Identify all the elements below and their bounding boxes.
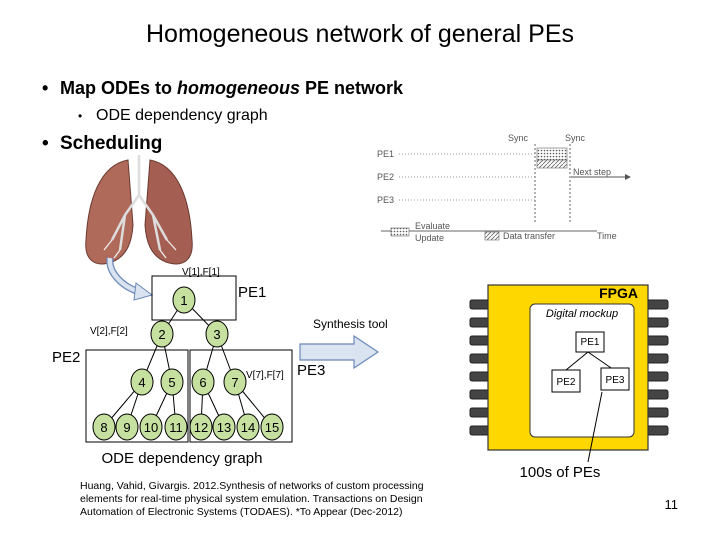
graph-caption: ODE dependency graph xyxy=(102,450,263,467)
graph-node-12: 12 xyxy=(189,413,213,441)
graph-node-14: 14 xyxy=(236,413,260,441)
next-step-label: Next step xyxy=(573,167,611,177)
fpga-chip: FPGA Digital mockup PE1 PE2 PE3 xyxy=(469,284,669,463)
graph-node-2: 2 xyxy=(150,320,174,348)
svg-text:2: 2 xyxy=(158,327,165,342)
fpga-pe2-label: PE2 xyxy=(557,377,576,388)
pe2-partition-box xyxy=(85,349,189,443)
lungs-image xyxy=(85,155,193,265)
legend-transfer: Data transfer xyxy=(503,231,555,241)
time-label: Time xyxy=(597,231,617,241)
svg-text:10: 10 xyxy=(144,420,158,435)
svg-text:6: 6 xyxy=(199,375,206,390)
graph-node-13: 13 xyxy=(212,413,236,441)
pe1-label: PE1 xyxy=(238,284,266,301)
sync-label-1: Sync xyxy=(508,133,529,143)
legend-evaluate-swatch xyxy=(390,227,410,237)
label-v2-f2: V[2],F[2] xyxy=(90,326,128,337)
bullet-map-em: homogeneous xyxy=(177,78,301,98)
digital-mockup-box xyxy=(529,303,635,438)
fpga-pins-left xyxy=(469,299,493,436)
slide-title: Homogeneous network of general PEs xyxy=(145,20,575,48)
fpga-pe1-box xyxy=(575,331,605,353)
bullet-dot: • xyxy=(78,109,83,123)
fpga-pe3-label: PE3 xyxy=(606,375,625,386)
bullet-map-suffix: PE network xyxy=(300,78,404,98)
svg-text:5: 5 xyxy=(168,375,175,390)
svg-text:12: 12 xyxy=(194,420,208,435)
bullet-map-odes: • Map ODEs to homogeneous PE network xyxy=(42,78,403,99)
svg-text:4: 4 xyxy=(138,375,145,390)
svg-text:9: 9 xyxy=(123,420,130,435)
sync-label-2: Sync xyxy=(565,133,586,143)
legend-transfer-swatch xyxy=(484,231,500,241)
svg-text:7: 7 xyxy=(231,375,238,390)
row-label-pe2: PE2 xyxy=(377,172,394,182)
fpga-caption: 100s of PEs xyxy=(520,464,601,481)
svg-text:13: 13 xyxy=(217,420,231,435)
svg-text:14: 14 xyxy=(241,420,255,435)
pe3-partition-box xyxy=(189,349,293,443)
legend-evaluate: Evaluate xyxy=(415,221,450,231)
fpga-pins-right xyxy=(645,299,669,436)
citation: Huang, Vahid, Givargis. 2012.Synthesis o… xyxy=(80,480,424,518)
graph-node-10: 10 xyxy=(139,413,163,441)
row-label-pe1: PE1 xyxy=(377,149,394,159)
fpga-caption-pointer xyxy=(587,391,603,463)
svg-text:8: 8 xyxy=(100,420,107,435)
bullet-scheduling-text: Scheduling xyxy=(60,133,163,154)
graph-node-9: 9 xyxy=(115,413,139,441)
schedule-diagram: Sync Sync PE1 PE2 PE3 Next step Time Eva… xyxy=(377,133,631,243)
bullet-scheduling: • Scheduling xyxy=(42,133,162,155)
label-v1-f1: V[1],F[1] xyxy=(182,267,220,278)
synthesis-arrow xyxy=(299,334,380,370)
graph-node-5: 5 xyxy=(160,368,184,396)
graph-node-3: 3 xyxy=(205,320,229,348)
fpga-pe2-box xyxy=(551,369,581,393)
pe3-label: PE3 xyxy=(297,362,325,379)
graph-node-7: 7 xyxy=(223,368,247,396)
page-number: 11 xyxy=(665,497,679,512)
label-v7-f7: V[7],F[7] xyxy=(246,370,284,381)
pe1-transfer-block xyxy=(536,159,568,169)
lungs-to-graph-arrow xyxy=(106,257,154,301)
sub-bullet-ode-graph: • ODE dependency graph xyxy=(78,107,268,125)
synthesis-label: Synthesis tool xyxy=(313,317,388,331)
graph-node-6: 6 xyxy=(191,368,215,396)
svg-text:3: 3 xyxy=(213,327,220,342)
sub-bullet-text: ODE dependency graph xyxy=(96,107,268,124)
pe2-label: PE2 xyxy=(52,349,80,366)
fpga-title: FPGA xyxy=(599,285,638,301)
bullet-map-prefix: Map ODEs to xyxy=(60,78,178,98)
fpga-pe-links xyxy=(565,351,615,371)
pe1-partition-box xyxy=(151,275,237,321)
legend-update: Update xyxy=(415,233,444,243)
fpga-pe3-box xyxy=(600,367,630,391)
bullet-dot: • xyxy=(42,78,49,98)
svg-text:1: 1 xyxy=(180,293,187,308)
graph-node-4: 4 xyxy=(130,368,154,396)
svg-text:11: 11 xyxy=(169,420,183,435)
graph-node-11: 11 xyxy=(164,413,188,441)
graph-nodes: 1 2 3 4 5 6 7 8 9 10 11 12 13 14 15 xyxy=(92,286,284,441)
bullet-dot: • xyxy=(42,133,49,154)
graph-node-1: 1 xyxy=(172,286,196,314)
graph-node-15: 15 xyxy=(260,413,284,441)
fpga-pe1-label: PE1 xyxy=(581,337,600,348)
digital-mockup-label: Digital mockup xyxy=(546,308,618,320)
next-step-arrow-head xyxy=(625,174,631,180)
graph-node-8: 8 xyxy=(92,413,116,441)
row-label-pe3: PE3 xyxy=(377,195,394,205)
svg-text:15: 15 xyxy=(265,420,279,435)
